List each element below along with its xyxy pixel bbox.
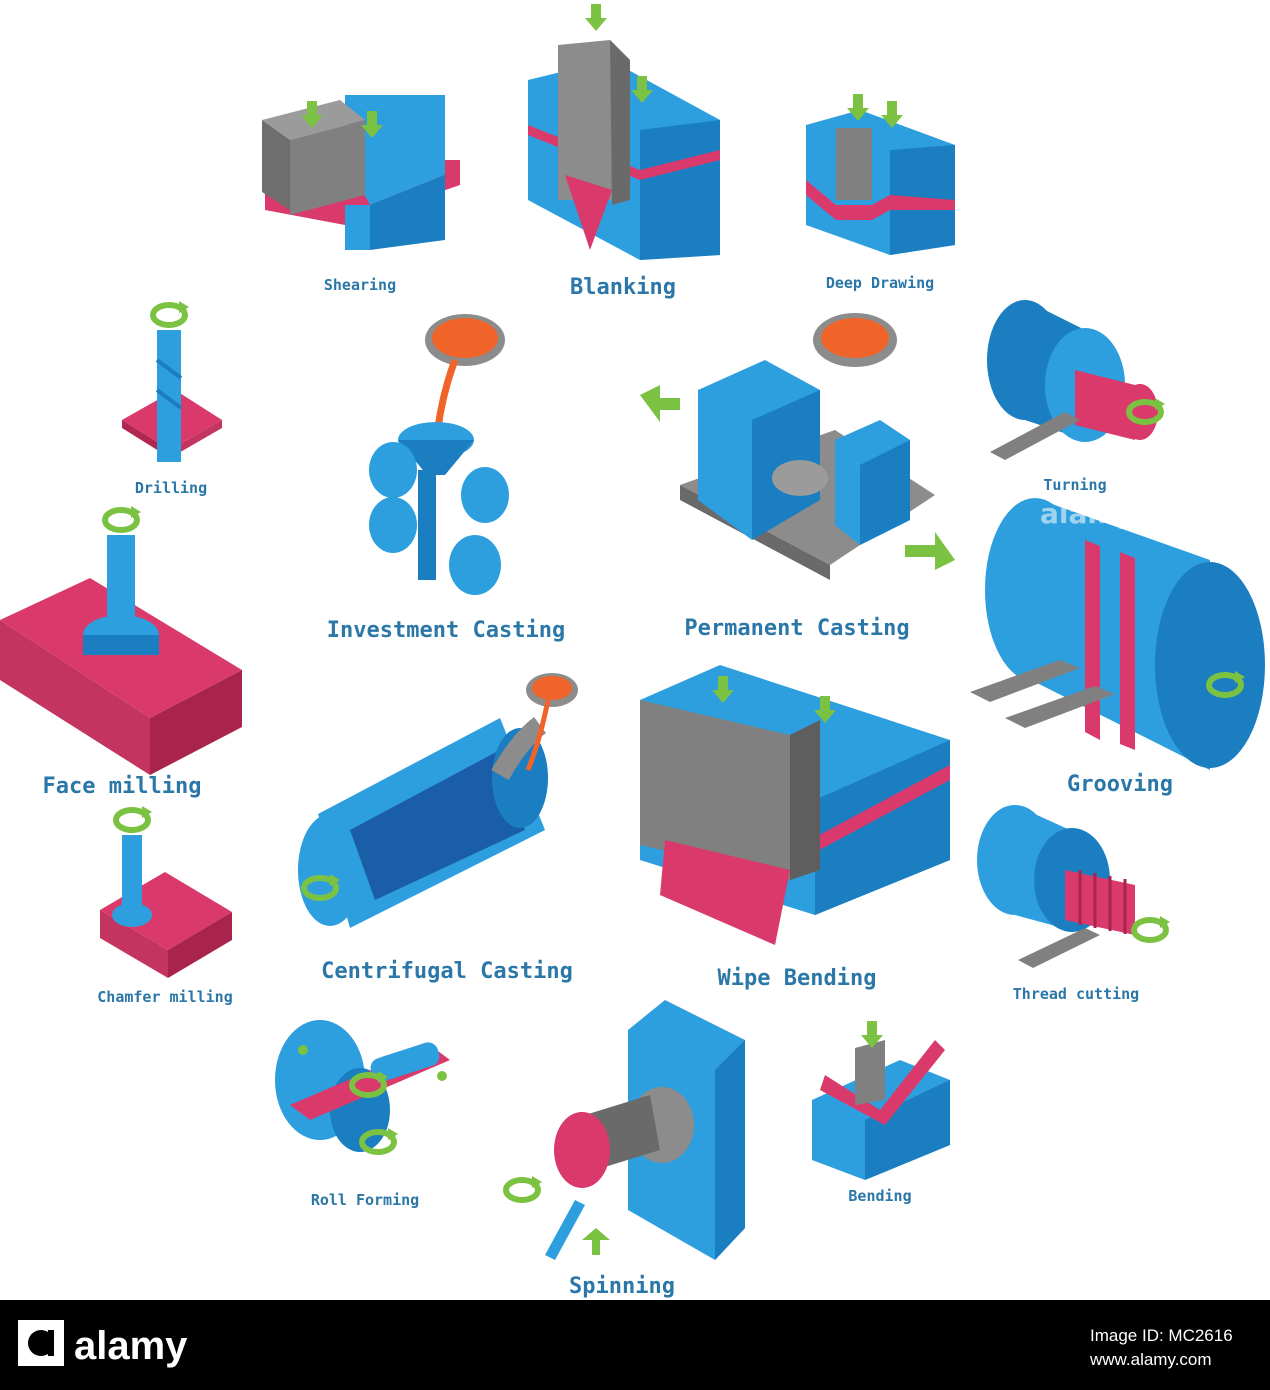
label-wipe-bending: Wipe Bending [717,966,877,991]
image-id: Image ID: MC2616 [1090,1326,1233,1345]
chamfer-milling-icon [100,806,232,978]
footer-bar: alamy Image ID: MC2616 www.alamy.com [0,1300,1270,1390]
label-chamfer-milling: Chamfer milling [97,988,233,1006]
label-centrifugal-casting: Centrifugal Casting [321,959,573,984]
permanent-casting-icon [640,313,955,580]
label-shearing: Shearing [323,276,397,294]
turning-icon [987,300,1165,460]
label-bending: Bending [848,1187,912,1205]
site-url: www.alamy.com [1090,1350,1212,1369]
label-thread-cutting: Thread cutting [1012,985,1140,1003]
label-drilling: Drilling [134,479,208,497]
illustration: alamy Shearing Blanking Deep Drawing Dri… [0,4,1265,1299]
roll-forming-icon [275,1020,450,1152]
label-roll-forming: Roll Forming [310,1191,420,1209]
watermark-text: alamy [1040,497,1135,530]
drilling-icon [122,301,222,462]
label-grooving: Grooving [1067,772,1173,797]
investment-casting-icon [369,314,509,595]
wipe-bending-icon [640,665,950,945]
centrifugal-casting-icon [298,673,578,928]
label-face-milling: Face milling [42,774,202,799]
label-deep-drawing: Deep Drawing [825,274,935,292]
thread-cutting-icon [977,805,1170,968]
logo-text: alamy [74,1324,188,1368]
shearing-icon [262,95,460,250]
deep-drawing-icon [806,94,955,255]
label-blanking: Blanking [570,275,676,300]
bending-icon [812,1021,950,1180]
face-milling-icon [0,506,242,775]
label-spinning: Spinning [569,1274,675,1299]
label-permanent-casting: Permanent Casting [684,616,910,641]
grooving-icon [970,498,1265,770]
spinning-icon [506,1000,745,1260]
blanking-icon [528,4,720,260]
alamy-logo: alamy [18,1320,188,1368]
label-investment-casting: Investment Casting [326,618,566,643]
label-turning: Turning [1043,476,1107,494]
